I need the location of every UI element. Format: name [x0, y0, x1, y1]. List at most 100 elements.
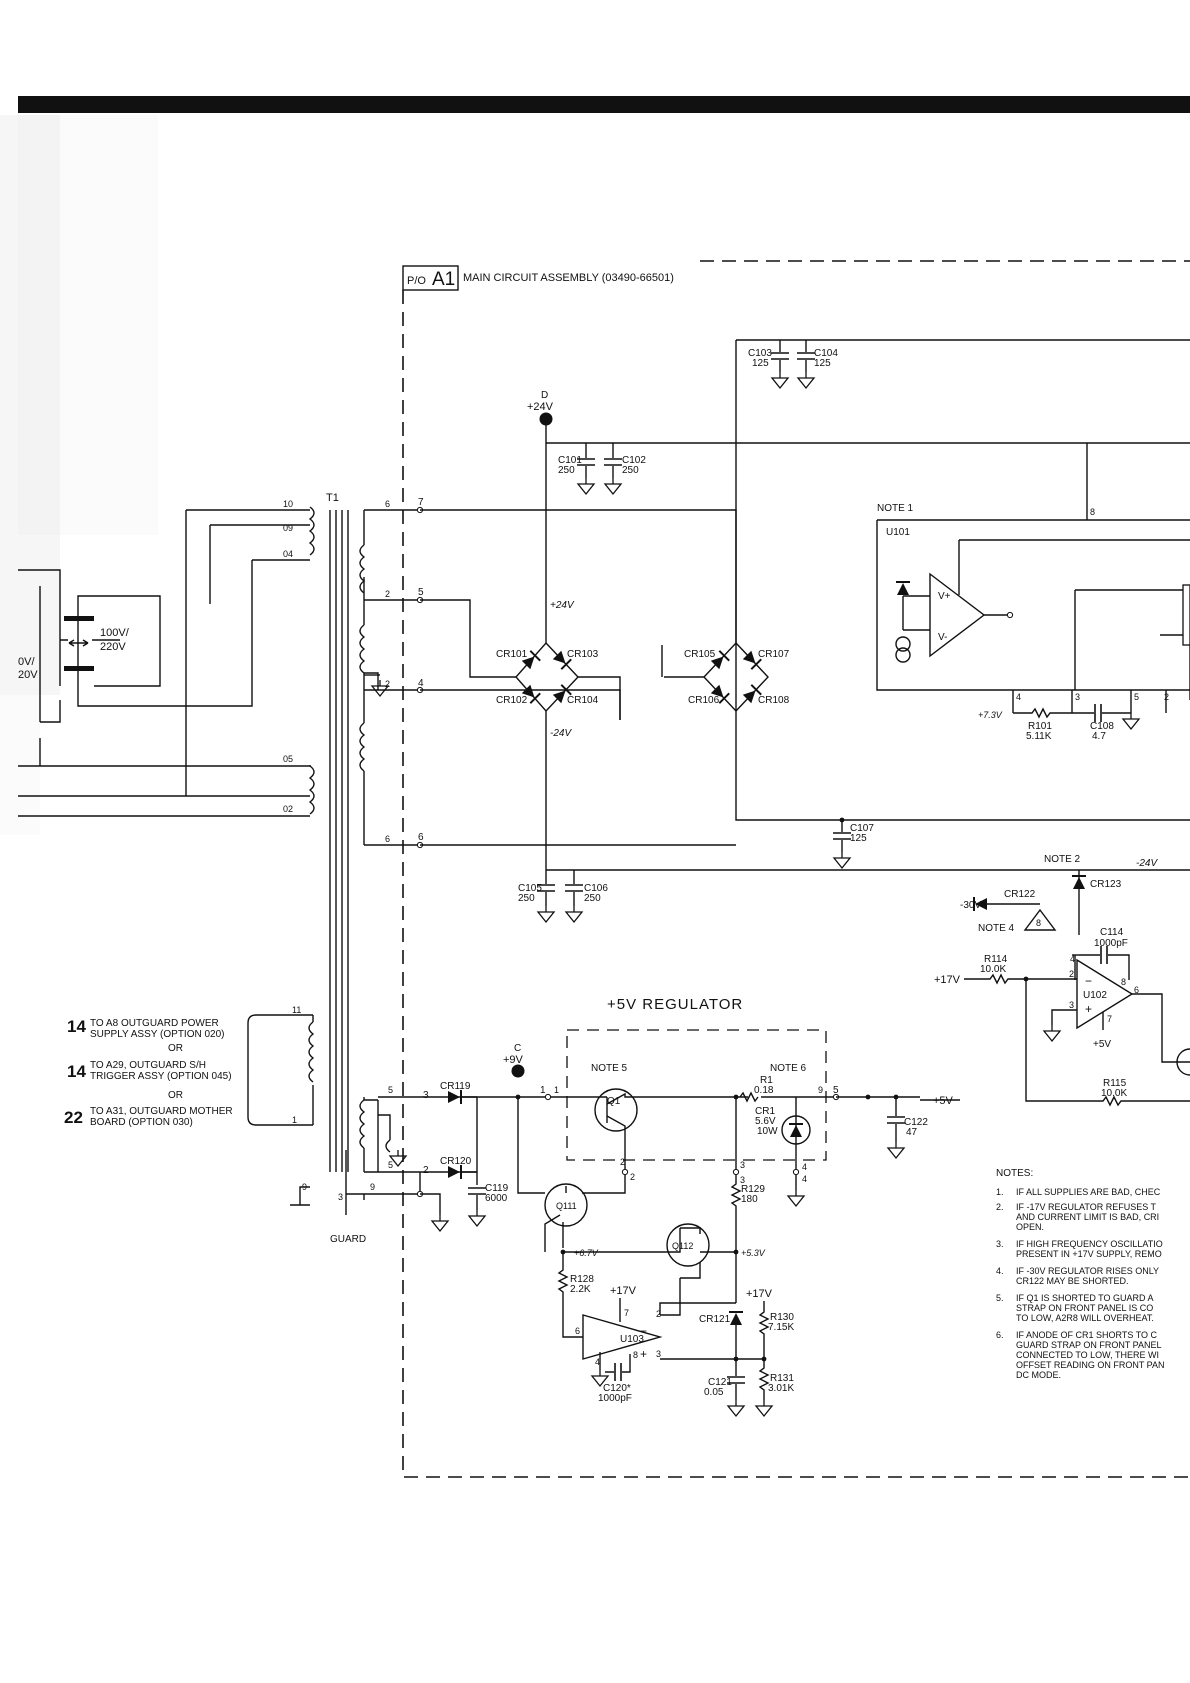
note-6-line-4: OFFSET READING ON FRONT PAN	[1016, 1360, 1165, 1370]
net-p5-3v: +5.3V	[741, 1248, 766, 1258]
svg-text:8: 8	[1121, 977, 1126, 987]
cr1-label: CR1	[755, 1106, 775, 1117]
cr107-label: CR107	[758, 649, 790, 660]
assembly-title: MAIN CIRCUIT ASSEMBLY (03490-66501)	[463, 272, 674, 284]
note-6-num: 6.	[996, 1330, 1004, 1340]
c122-label: C122	[904, 1117, 928, 1128]
c114-label: C114	[1100, 927, 1124, 938]
c121-value: 0.05	[704, 1387, 724, 1398]
tp-d-volt: +24V	[527, 401, 554, 413]
u101-block: NOTE 1 U101 8 V+ V- 4 3 5 2 +7.3V R101 5…	[876, 503, 1190, 742]
dest-1-num: 14	[67, 1017, 86, 1036]
wire-10: 10	[283, 499, 293, 509]
sec-wire-6a: 6	[385, 499, 390, 509]
r114-value: 10.0K	[980, 964, 1006, 975]
pin-5a: 5	[418, 587, 424, 598]
cr104-label: CR104	[567, 695, 599, 706]
net-m24v-b: -24V	[1136, 858, 1158, 869]
r1-label: R1	[760, 1075, 773, 1086]
svg-text:3: 3	[740, 1175, 745, 1185]
cut-label-1: 0V/	[18, 656, 35, 668]
note-2-line-3: OPEN.	[1016, 1222, 1044, 1232]
assembly-ref: A1	[432, 269, 455, 290]
assembly-title-block: P/O A1 MAIN CIRCUIT ASSEMBLY (03490-6650…	[402, 265, 674, 291]
svg-text:7: 7	[1107, 1014, 1112, 1024]
c101-label: C101	[558, 455, 582, 466]
c102-label: C102	[622, 455, 646, 466]
net-p6-7v: +6.7V	[574, 1248, 599, 1258]
notes-heading: NOTES:	[996, 1168, 1033, 1179]
assembly-boundary	[402, 260, 1190, 1478]
svg-text:1: 1	[292, 1115, 297, 1125]
svg-text:4: 4	[595, 1357, 600, 1367]
wire-9b: 9	[370, 1182, 375, 1192]
note2-ref: NOTE 2	[1044, 854, 1081, 865]
bridge-cr101-cr104: CR101 CR103 CR102 CR104 +24V -24V	[496, 420, 599, 870]
svg-text:3: 3	[740, 1160, 745, 1170]
c114-value: 1000pF	[1094, 938, 1128, 949]
tp-c-volt: +9V	[503, 1054, 524, 1066]
note-1-line-1: IF ALL SUPPLIES ARE BAD, CHEC	[1016, 1187, 1161, 1197]
r131-value: 3.01K	[768, 1383, 794, 1394]
sec-wire-2a: 2	[385, 589, 390, 599]
dest-2-num: 14	[67, 1062, 86, 1081]
r130-label: R130	[770, 1312, 794, 1323]
u103-label: U103	[620, 1334, 644, 1345]
note-4-num: 4.	[996, 1266, 1004, 1276]
q111-label: Q111	[556, 1201, 577, 1211]
c122-value: 47	[906, 1127, 918, 1138]
c101-value: 250	[558, 465, 575, 476]
note-6-line-3: CONNECTED TO LOW, THERE WI	[1016, 1350, 1159, 1360]
tp-d-letter: D	[541, 390, 548, 401]
note-6-line-2: GUARD STRAP ON FRONT PANEL	[1016, 1340, 1162, 1350]
svg-text:5: 5	[1134, 692, 1139, 702]
note-6-line-1: IF ANODE OF CR1 SHORTS TO C	[1016, 1330, 1158, 1340]
note-2-line-1: IF -17V REGULATOR REFUSES T	[1016, 1202, 1157, 1212]
r114-label: R114	[984, 954, 1008, 965]
c121-label: C121	[708, 1377, 732, 1388]
header-bar	[18, 96, 1190, 113]
note-5-line-1: IF Q1 IS SHORTED TO GUARD A	[1016, 1293, 1154, 1303]
r128-label: R128	[570, 1274, 594, 1285]
c107-label: C107	[850, 823, 874, 834]
cr101-label: CR101	[496, 649, 528, 660]
scan-noise	[0, 115, 158, 835]
guard-label: GUARD	[330, 1234, 366, 1245]
net-p17v-u103: +17V	[610, 1285, 637, 1297]
cr103-label: CR103	[567, 649, 599, 660]
dest-1-line2: SUPPLY ASSY (OPTION 020)	[90, 1029, 225, 1040]
cr1-volt: 5.6V	[755, 1116, 776, 1127]
sec-wire-2b: 2	[385, 679, 390, 689]
cr121-label: CR121	[699, 1314, 731, 1325]
net-p24v: +24V	[550, 600, 575, 611]
net-p17v-in: +17V	[934, 974, 961, 986]
note-5-num: 5.	[996, 1293, 1004, 1303]
dest-3-num: 22	[64, 1108, 83, 1127]
svg-text:+: +	[1085, 1002, 1092, 1016]
top-rails: C103 125 C104 125 C101 250 C102 250 D +2…	[527, 339, 1190, 520]
svg-text:4: 4	[802, 1162, 807, 1172]
net-p5v-u102: +5V	[1093, 1039, 1111, 1050]
secondary-wiring: 6 2 2 6 7 5 4 6	[363, 497, 1190, 849]
svg-text:3: 3	[1069, 1000, 1074, 1010]
or-label-2: OR	[168, 1090, 183, 1101]
r129-value: 180	[741, 1194, 758, 1205]
tp-c-letter: C	[514, 1043, 521, 1054]
wire-5a: 5	[388, 1085, 393, 1095]
wire-5b: 5	[388, 1160, 393, 1170]
notes-block: NOTES: 1. IF ALL SUPPLIES ARE BAD, CHEC …	[996, 1168, 1165, 1380]
svg-text:4: 4	[1016, 692, 1021, 702]
c119-label: C119	[485, 1183, 509, 1194]
cr122-label: CR122	[1004, 889, 1036, 900]
net-m30v: -30V	[960, 900, 981, 911]
note-1-num: 1.	[996, 1187, 1004, 1197]
note-5-line-2: STRAP ON FRONT PANEL IS CO	[1016, 1303, 1153, 1313]
c103-label: C103	[748, 348, 772, 359]
note-2-num: 2.	[996, 1202, 1004, 1212]
bridge-cr105-cr108: CR105 CR107 CR106 CR108	[664, 340, 790, 713]
svg-text:2: 2	[620, 1157, 625, 1167]
cr102-label: CR102	[496, 695, 528, 706]
neg-rail: C105 250 C106 250 C107 125 -24V	[518, 817, 1190, 923]
cr106-label: CR106	[688, 695, 720, 706]
u101-label: U101	[886, 527, 910, 538]
